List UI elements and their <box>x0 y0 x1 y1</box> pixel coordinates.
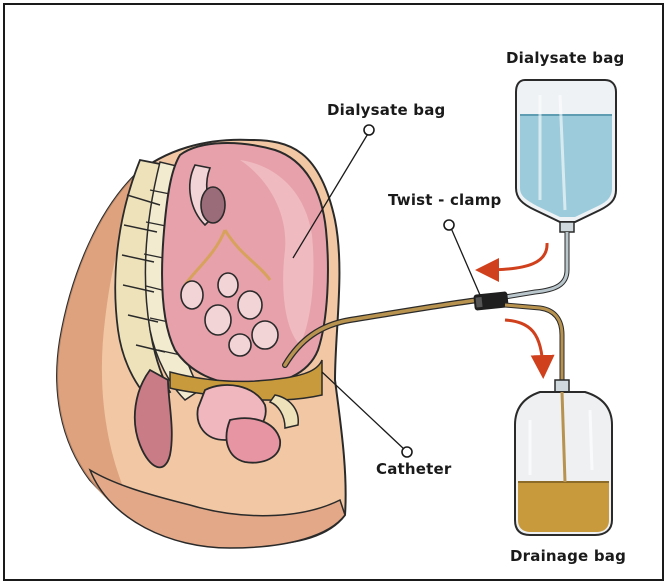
twist-clamp-connector <box>473 291 508 310</box>
dialysate-bag <box>516 80 616 232</box>
label-twist-clamp: Twist - clamp <box>388 191 501 209</box>
label-dialysate-bag-top: Dialysate bag <box>506 49 624 67</box>
outflow-arrow <box>505 320 543 370</box>
drainage-bag <box>515 380 612 535</box>
label-drainage-bag: Drainage bag <box>510 547 626 565</box>
label-catheter: Catheter <box>376 460 452 478</box>
outflow-tube <box>505 305 562 392</box>
leader-twist-clamp <box>444 220 480 295</box>
label-dialysate-bag-body: Dialysate bag <box>327 101 445 119</box>
inflow-arrow <box>484 243 547 270</box>
